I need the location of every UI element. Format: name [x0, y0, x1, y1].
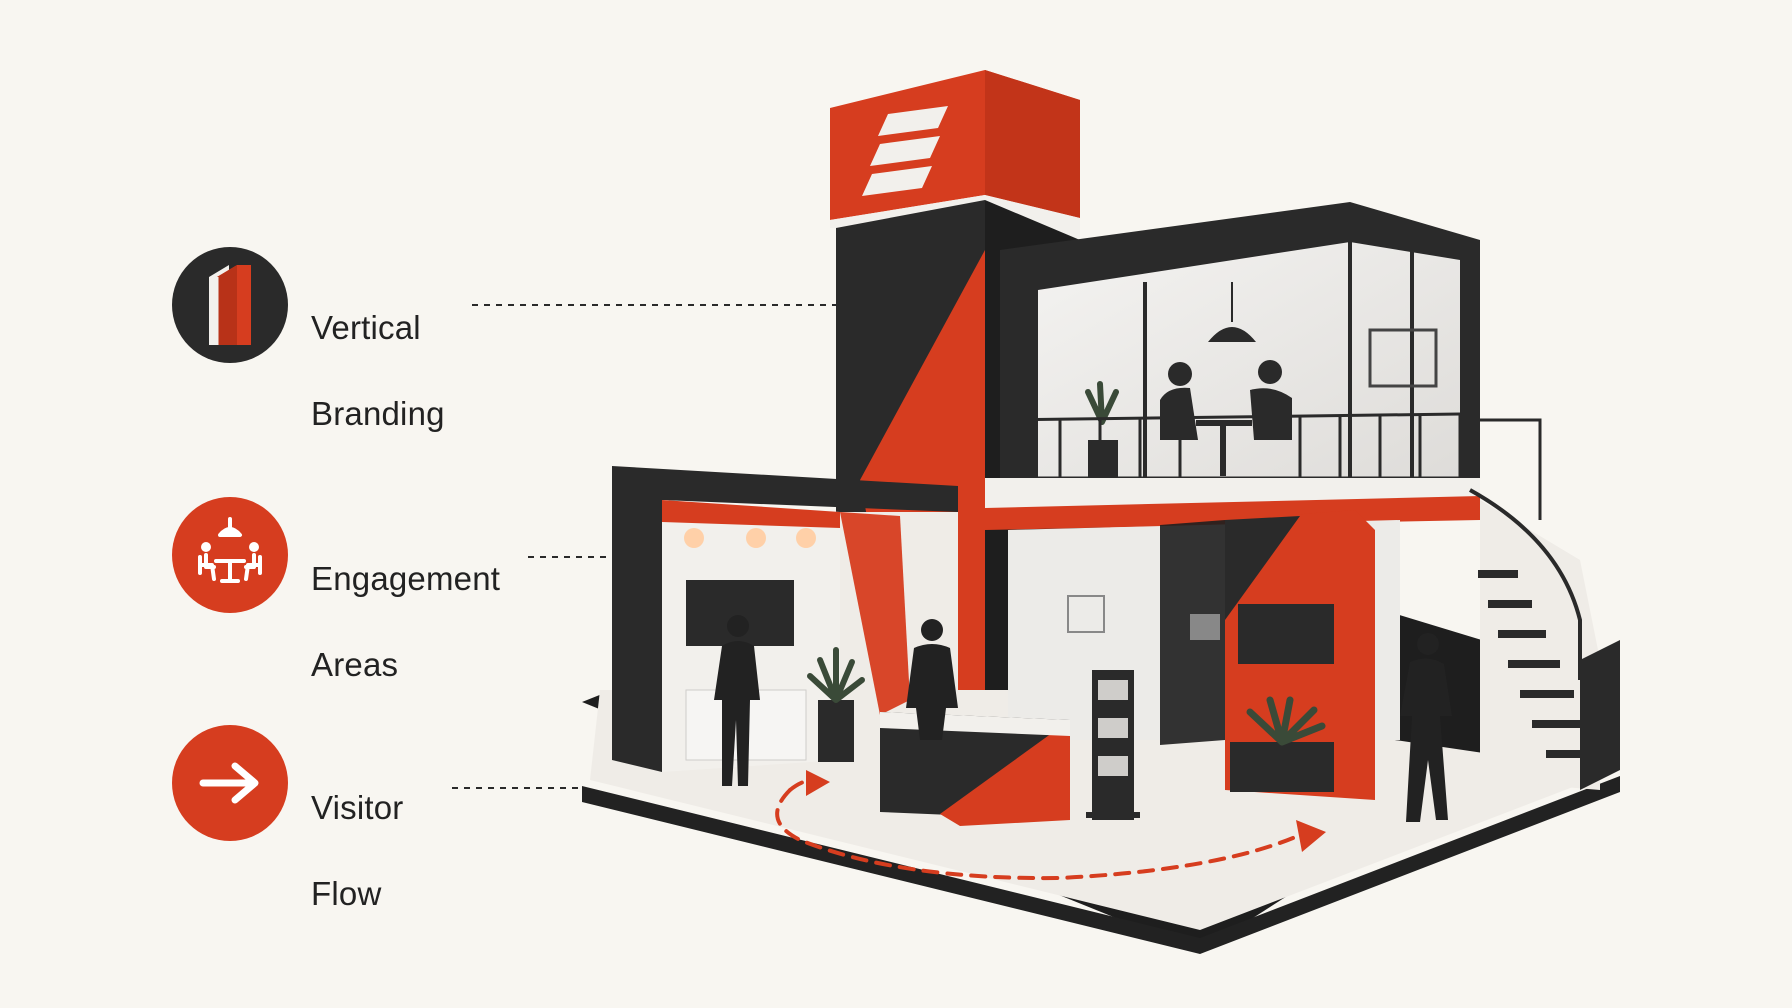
brochure-stand: [1086, 670, 1140, 820]
visitor-flow-path: [775, 778, 1302, 881]
upper-wall-frame: [1368, 328, 1438, 388]
legend-line-2: Flow: [311, 875, 382, 912]
wall-monitor-right: [1238, 604, 1334, 664]
pendant-lamp: [1208, 282, 1256, 342]
legend-label-visitor-flow: Visitor Flow: [311, 743, 404, 958]
arrow-right-icon: [172, 725, 288, 841]
legend-line-1: Visitor: [311, 789, 404, 826]
callout-vertical-branding: [472, 296, 885, 316]
brand-logo: [862, 106, 948, 196]
legend-label-engagement-areas: Engagement Areas: [311, 514, 500, 729]
tower-icon: [172, 247, 288, 363]
planter-right: [1230, 742, 1334, 792]
reception-counter: [880, 712, 1070, 826]
upper-meeting-people: [1160, 360, 1292, 476]
meeting-table-icon: [172, 497, 288, 613]
staircase: [1469, 418, 1620, 790]
flow-arrowhead-end: [1296, 820, 1326, 852]
legend-line-1: Vertical: [311, 309, 421, 346]
left-exhibit-wing: [612, 466, 958, 772]
visitor-silhouettes: [714, 615, 1452, 822]
flow-arrowhead-start: [806, 770, 830, 796]
main-two-storey-structure: [985, 202, 1620, 800]
legend-line-1: Engagement: [311, 560, 501, 597]
legend-line-2: Areas: [311, 646, 399, 683]
planter-left: [818, 700, 854, 762]
legend-label-vertical-branding: Vertical Branding: [311, 263, 445, 478]
legend-line-2: Branding: [311, 395, 445, 432]
